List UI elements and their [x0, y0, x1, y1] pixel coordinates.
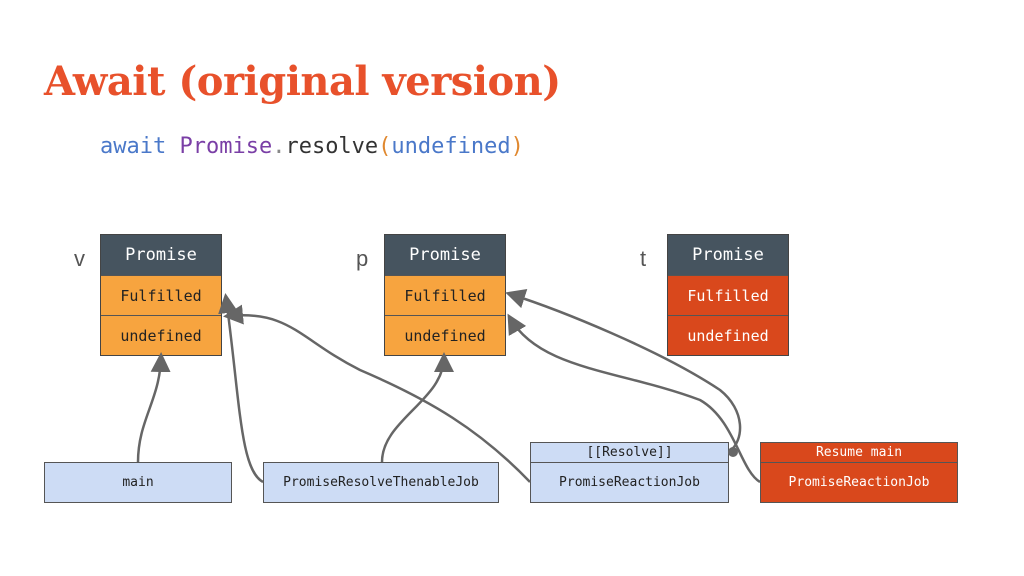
promise-p-value: undefined [385, 315, 505, 355]
code-keyword: await [100, 134, 167, 159]
promise-v: Promise Fulfilled undefined [100, 234, 222, 356]
promise-t-state: Fulfilled [668, 275, 788, 315]
var-v-label: v [74, 246, 85, 271]
resolve-slot-dot [728, 447, 738, 457]
promise-t-value: undefined [668, 315, 788, 355]
page-title: Await (original version) [44, 58, 561, 105]
arrow-resolve-slot-to-p-state [505, 289, 742, 453]
promise-v-header: Promise [101, 235, 221, 275]
job-promise-resolve-thenable: PromiseResolveThenableJob [263, 462, 499, 503]
code-type: Promise [179, 134, 273, 159]
code-line: await Promise.resolve(undefined) [100, 134, 524, 159]
arrow-thenable-to-p [380, 352, 454, 463]
code-paren-open: ( [378, 134, 392, 159]
job-promise-reaction-2: PromiseReactionJob [760, 462, 958, 503]
code-argument: undefined [391, 134, 511, 159]
job-main: main [44, 462, 232, 503]
arrow-reaction1-to-v-value [223, 304, 531, 483]
promise-p-header: Promise [385, 235, 505, 275]
promise-t: Promise Fulfilled undefined [667, 234, 789, 356]
promise-t-header: Promise [668, 235, 788, 275]
var-p-label: p [356, 246, 369, 271]
job-promise-reaction-1: PromiseReactionJob [530, 462, 729, 503]
var-t-label: t [640, 246, 647, 271]
promise-p-state: Fulfilled [385, 275, 505, 315]
promise-v-value: undefined [101, 315, 221, 355]
code-dot: . [272, 134, 286, 159]
arrow-reaction2-to-p-value [507, 313, 761, 484]
code-function: resolve [285, 134, 379, 159]
arrow-main-to-v [136, 352, 171, 463]
promise-v-state: Fulfilled [101, 275, 221, 315]
code-paren-close: ) [510, 134, 524, 159]
arrow-thenable-to-v-state [218, 293, 264, 484]
